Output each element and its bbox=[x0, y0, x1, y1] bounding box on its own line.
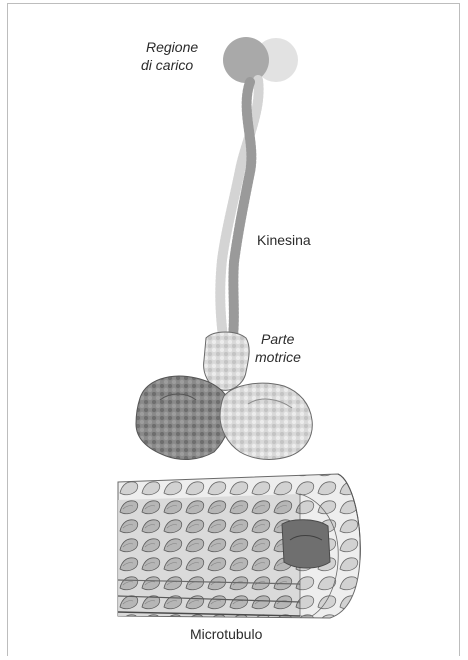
microtubule bbox=[118, 474, 360, 618]
cargo-region-label-line2: di carico bbox=[141, 56, 193, 74]
kinesin-label: Kinesina bbox=[257, 231, 311, 249]
microtubule-label: Microtubulo bbox=[190, 625, 262, 643]
kinesin-stalk bbox=[220, 80, 258, 345]
motor-label-line2: motrice bbox=[255, 348, 301, 366]
motor-label-line1: Parte bbox=[261, 330, 294, 348]
cargo-region-label-line1: Regione bbox=[146, 38, 198, 56]
